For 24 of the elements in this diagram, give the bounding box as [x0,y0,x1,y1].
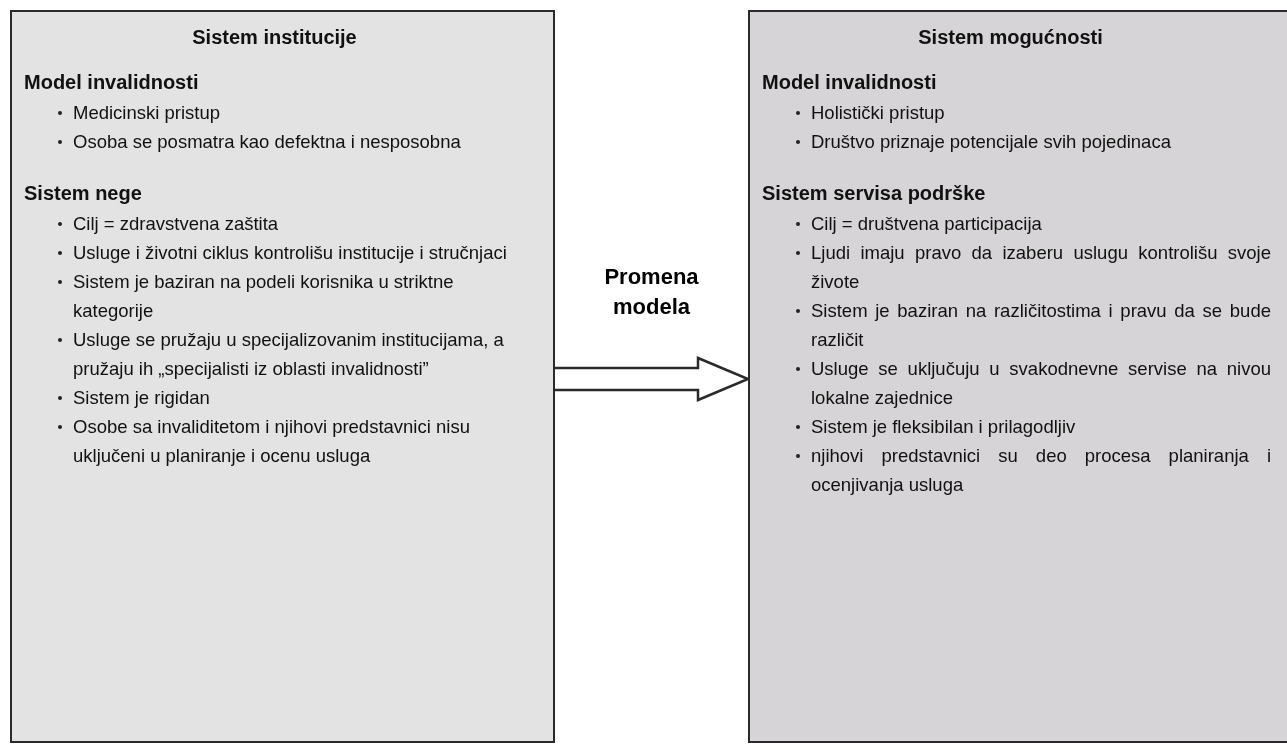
panel-title: Sistem institucije [191,26,358,49]
panel-title: Sistem mogućnosti [917,26,1104,49]
bullet-text: Sistem je rigidan [73,386,211,410]
bullet-text: Osoba se posmatra kao defektna i nesposobna [73,130,462,154]
bullet-text: Usluge i životni ciklus kontrolišu institucije i stručnjaci [73,241,508,265]
bullet-text: Društvo priznaje potencijale svih pojedinaca [811,130,1172,154]
text-panel [10,10,555,743]
section-heading: Model invalidnosti [24,71,200,94]
bullet-text: Sistem je baziran na različitostima i pravu da se bude različit [811,299,1271,352]
bullet-text: njihovi predstavnici su deo procesa planiranja i ocenjivanja usluga [811,444,1271,497]
bullet-text: Ljudi imaju pravo da izaberu uslugu kontrolišu svoje živote [811,241,1271,294]
bullet-text: Osobe sa invaliditetom i njihovi predstavnici nisu uključeni u planiranje i ocenu usluga [73,415,471,468]
text-panel [748,10,1287,743]
bullet-text: Holistički pristup [811,101,946,125]
bullet-text: Sistem je baziran na podeli korisnika u striktne kategorije [73,270,455,323]
section-heading: Model invalidnosti [762,71,938,94]
bullet-text: Usluge se pružaju u specijalizovanim institucijama, a pružaju ih „specijalisti iz oblasti invalidnosti” [73,328,505,381]
bullet-text: Medicinski pristup [73,101,222,125]
bullet-text: Cilj = društvena participacija [811,212,1043,236]
section-heading: Sistem servisa podrške [762,182,987,205]
section-heading: Sistem nege [24,182,143,205]
bullet-text: Usluge se uključuju u svakodnevne servise na nivou lokalne zajednice [811,357,1271,410]
bullet-text: Cilj = zdravstvena zaštita [73,212,280,236]
bullet-text: Sistem je fleksibilan i prilagodljiv [811,415,1077,439]
